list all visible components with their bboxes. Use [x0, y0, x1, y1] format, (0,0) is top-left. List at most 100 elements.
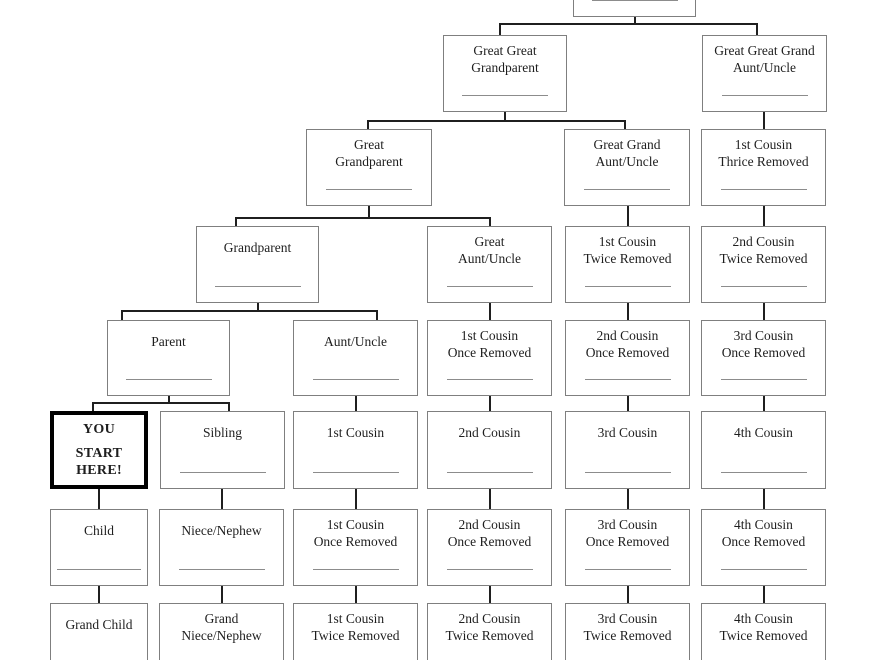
connector-line [488, 586, 491, 603]
connector-line [256, 303, 259, 312]
node-label: 3rd Cousin [566, 412, 689, 442]
name-fill-in-blank-line[interactable] [720, 569, 807, 570]
node-label-line: Grand [204, 611, 239, 626]
node-label-line: Grandparent [223, 240, 292, 255]
connector-line [368, 206, 370, 219]
name-fill-in-blank-line[interactable] [312, 379, 399, 380]
name-fill-in-blank-line[interactable] [720, 286, 807, 287]
node-label-line: Aunt/Uncle [458, 250, 521, 266]
node-label-line: 2nd Cousin [458, 611, 521, 626]
name-fill-in-blank-line[interactable] [584, 379, 671, 380]
node-label-line: Twice Removed [583, 627, 672, 643]
node-label: Child [51, 510, 147, 540]
node-label-line: 4th Cousin [734, 517, 793, 532]
node-label-line: Aunt/Uncle [595, 153, 659, 169]
name-fill-in-blank-line[interactable] [720, 189, 807, 190]
name-fill-in-blank-line[interactable] [720, 472, 807, 473]
name-fill-in-blank-line[interactable] [446, 286, 533, 287]
node-parent: Parent [107, 320, 230, 396]
name-fill-in-blank-line[interactable] [584, 569, 671, 570]
node-label: Parent [108, 321, 229, 351]
connector-line [633, 17, 636, 25]
node-label-line: 4th Cousin [734, 611, 793, 626]
name-fill-in-blank-line[interactable] [720, 379, 807, 380]
node-label-line: 2nd Cousin [596, 328, 659, 343]
name-fill-in-blank-line[interactable] [178, 569, 265, 570]
connector-bar [121, 310, 378, 312]
connector-line [626, 396, 629, 411]
name-fill-in-blank-line[interactable] [446, 472, 533, 473]
node-first-cousin: 1st Cousin [293, 411, 418, 489]
connector-line [762, 206, 765, 226]
node-label-line: Once Removed [721, 533, 806, 549]
node-label-line: Once Removed [585, 344, 670, 360]
connector-line [354, 396, 357, 411]
name-fill-in-blank-line[interactable] [312, 472, 399, 473]
node-label-line: Twice Removed [719, 627, 808, 643]
node-label-line: Great Grand [593, 137, 661, 152]
connector-line [504, 112, 506, 122]
connector-line [626, 489, 629, 509]
node-label-line: 4th Cousin [734, 425, 793, 440]
name-fill-in-blank-line[interactable] [721, 95, 808, 96]
node-label: 4th Cousin [702, 412, 825, 442]
connector-line [626, 206, 629, 226]
connector-line [167, 396, 170, 404]
node-sibling: Sibling [160, 411, 285, 489]
name-fill-in-blank-line[interactable] [584, 286, 671, 287]
name-fill-in-blank-line[interactable] [125, 379, 212, 380]
name-fill-in-blank-line[interactable] [179, 472, 266, 473]
name-fill-in-blank-line[interactable] [214, 286, 301, 287]
connector-line [121, 312, 123, 320]
node-label: Sibling [161, 412, 284, 442]
connector-line [220, 586, 223, 603]
name-fill-in-blank-line[interactable] [312, 569, 399, 570]
name-fill-in-blank-line[interactable] [446, 379, 533, 380]
name-fill-in-blank-line[interactable] [584, 472, 671, 473]
node-label-line: 2nd Cousin [732, 234, 795, 249]
name-fill-in-blank-line[interactable] [462, 95, 548, 96]
connector-line [626, 586, 629, 603]
connector-line [488, 396, 491, 411]
name-fill-in-blank-line[interactable] [326, 189, 412, 190]
node-label-line: 2nd Cousin [458, 425, 521, 440]
name-fill-in-blank-line[interactable] [57, 569, 141, 570]
name-fill-in-blank-line[interactable] [446, 569, 533, 570]
node-label-line: Great Great Grand [714, 43, 815, 58]
connector-line [367, 122, 369, 129]
node-label-line: Once Removed [447, 344, 532, 360]
node-label-line: Once Removed [585, 533, 670, 549]
connector-line [488, 489, 491, 509]
connector-line [624, 122, 626, 129]
node-label-line: Grandparent [335, 153, 403, 169]
node-label-line: 1st Cousin [326, 611, 385, 626]
node-top-ancestor [573, 0, 696, 17]
connector-bar [235, 217, 491, 219]
name-fill-in-blank-line[interactable] [584, 189, 670, 190]
node-label: 2nd Cousin [428, 412, 551, 442]
name-fill-in-blank-line[interactable] [591, 0, 678, 1]
connector-line [98, 489, 100, 509]
